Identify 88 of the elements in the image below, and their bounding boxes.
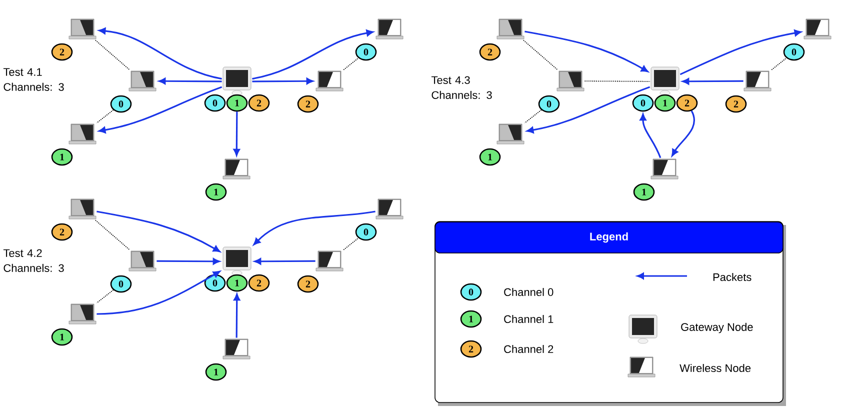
arrow [252,78,314,84]
laptop-icon [68,18,96,40]
channel-badge: 0 [110,95,132,113]
laptop-icon [316,250,344,272]
channel-badge: 2 [297,95,319,113]
arrow [96,210,220,252]
channel-badge: 1 [460,310,482,328]
arrow [158,78,222,84]
arrow [682,78,744,85]
laptop-icon [222,338,250,360]
laptop-icon [128,250,156,272]
channel-badge: 0 [783,43,805,61]
channel-badge: 1 [654,94,676,112]
dotted-line [343,238,359,250]
legend-label: Channel 1 [504,314,554,324]
channel-badge: 2 [460,340,482,358]
monitor-icon [650,66,680,96]
channel-badge: 1 [633,183,655,201]
laptop-icon [496,18,524,40]
laptop-icon [376,198,404,220]
laptop-icon [68,304,96,324]
channel-badge: 1 [226,94,248,112]
monitor-icon [222,246,252,276]
laptop-icon [68,198,96,220]
arrow [526,86,650,134]
laptop-icon [68,124,96,144]
laptop-icon [556,70,584,92]
test-label: Test 4.2 Channels: 3 [3,249,64,272]
arrow [640,114,662,158]
laptop-icon [222,158,250,180]
monitor-icon [222,66,252,96]
laptop-icon [128,70,156,92]
laptop-icon [650,158,678,180]
laptop-icon [316,70,344,92]
dotted-line [771,58,787,70]
arrow [524,30,648,72]
arrow [672,110,695,156]
legend-label: Packets [713,272,752,282]
channel-badge: 1 [205,183,227,201]
channel-badge: 1 [51,148,73,166]
channel-badge: 0 [204,94,226,112]
dotted-line [524,110,542,124]
legend-label: Wireless Node [680,364,751,372]
legend-label: Gateway Node [681,322,753,334]
channel-badge: 2 [248,274,270,292]
laptop-icon [804,18,832,40]
channel-badge: 2 [297,275,319,293]
dotted-line [96,110,114,124]
laptop-icon [376,18,404,40]
channel-badge: 1 [226,274,248,292]
dotted-line [522,40,558,70]
dotted-line [584,80,650,82]
arrow [98,28,222,80]
dotted-line [94,40,130,70]
channel-badge: 2 [676,94,698,112]
channel-badge: 2 [725,95,747,113]
test-label: Test 4.1 Channels: 3 [3,68,64,91]
arrow [98,86,222,134]
channel-badge: 0 [632,94,654,112]
channel-badge: 1 [51,328,73,346]
arrow [96,270,220,315]
test-label: Test 4.3 Channels: 3 [431,76,492,99]
channel-badge: 2 [248,94,270,112]
channel-badge: 0 [204,274,226,292]
arrow [254,258,316,265]
dotted-line [343,58,359,70]
laptop-icon [496,124,524,144]
arrow [234,294,240,338]
channel-badge: 1 [205,363,227,381]
channel-badge: 1 [479,148,501,166]
arrow [252,30,374,80]
legend-label: Channel 0 [504,288,554,296]
channel-badge: 0 [460,283,482,301]
channel-badge: 0 [538,95,560,113]
channel-badge: 0 [110,275,132,293]
arrow [253,210,376,246]
arrow [233,112,240,156]
channel-badge: 2 [479,43,501,61]
legend-label: Channel 2 [504,344,554,354]
channel-badge: 0 [355,223,377,241]
laptop-icon [744,70,772,92]
dotted-line [96,290,114,304]
channel-badge: 2 [51,223,73,241]
arrow [156,258,220,265]
channel-badge: 2 [51,43,73,61]
dotted-line [94,220,130,250]
arrow [680,30,802,76]
channel-badge: 0 [355,43,377,61]
